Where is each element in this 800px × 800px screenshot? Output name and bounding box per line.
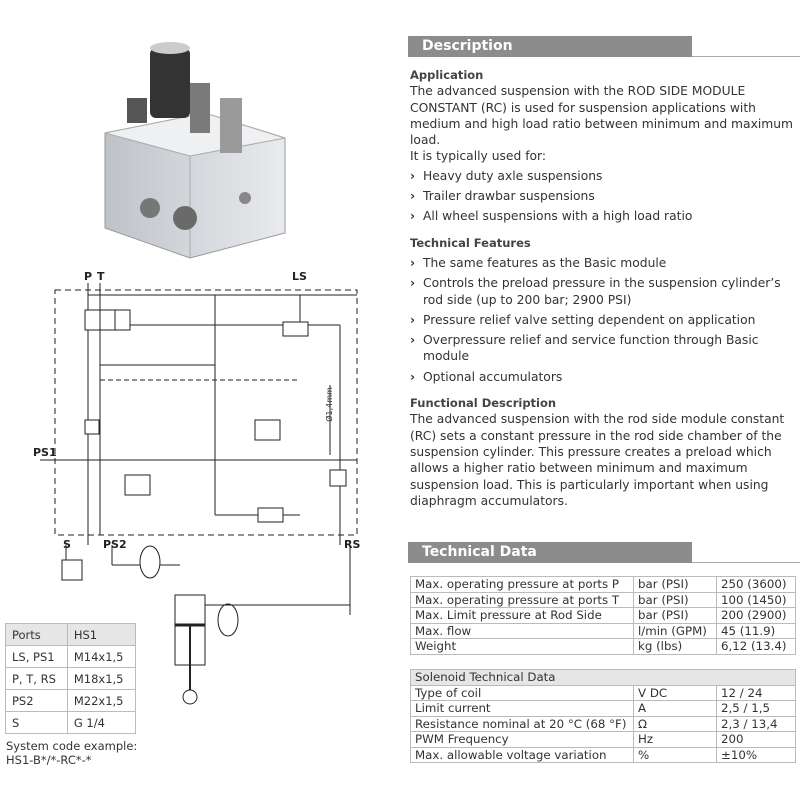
list-item: Overpressure relief and service function… xyxy=(410,332,795,365)
port-p-label: P xyxy=(84,270,93,283)
list-item: Optional accumulators xyxy=(410,369,795,386)
hs1-header: HS1 xyxy=(66,623,137,646)
port-t-label: T xyxy=(97,270,105,283)
description-section-header: Description xyxy=(408,36,800,57)
product-photo xyxy=(104,42,286,259)
list-item: Trailer drawbar suspensions xyxy=(410,188,795,205)
ports-header: Ports xyxy=(5,623,68,646)
port-ls-label: LS xyxy=(292,270,307,283)
list-item: Heavy duty axle suspensions xyxy=(410,168,795,185)
solenoid-table-header: Solenoid Technical Data xyxy=(410,669,796,686)
port-rs-label: RS xyxy=(344,538,361,551)
list-item: Controls the preload pressure in the sus… xyxy=(410,275,795,308)
port-s-label: S xyxy=(63,538,71,551)
port-ps2-label: PS2 xyxy=(103,538,127,551)
technical-data-section-header: Technical Data xyxy=(408,542,800,563)
description-body: Application The advanced suspension with… xyxy=(410,67,795,509)
list-item: The same features as the Basic module xyxy=(410,255,795,272)
system-code: System code example: HS1-B*/*-RC*-* xyxy=(6,739,138,767)
port-ps1-label: PS1 xyxy=(33,446,57,459)
hydraulic-schematic xyxy=(40,283,358,705)
orifice-label: Ø1,4mm xyxy=(324,387,334,422)
table-row: Max. allowable voltage variation%±10% xyxy=(410,746,796,763)
list-item: Pressure relief valve setting dependent … xyxy=(410,312,795,329)
list-item: All wheel suspensions with a high load r… xyxy=(410,208,795,225)
